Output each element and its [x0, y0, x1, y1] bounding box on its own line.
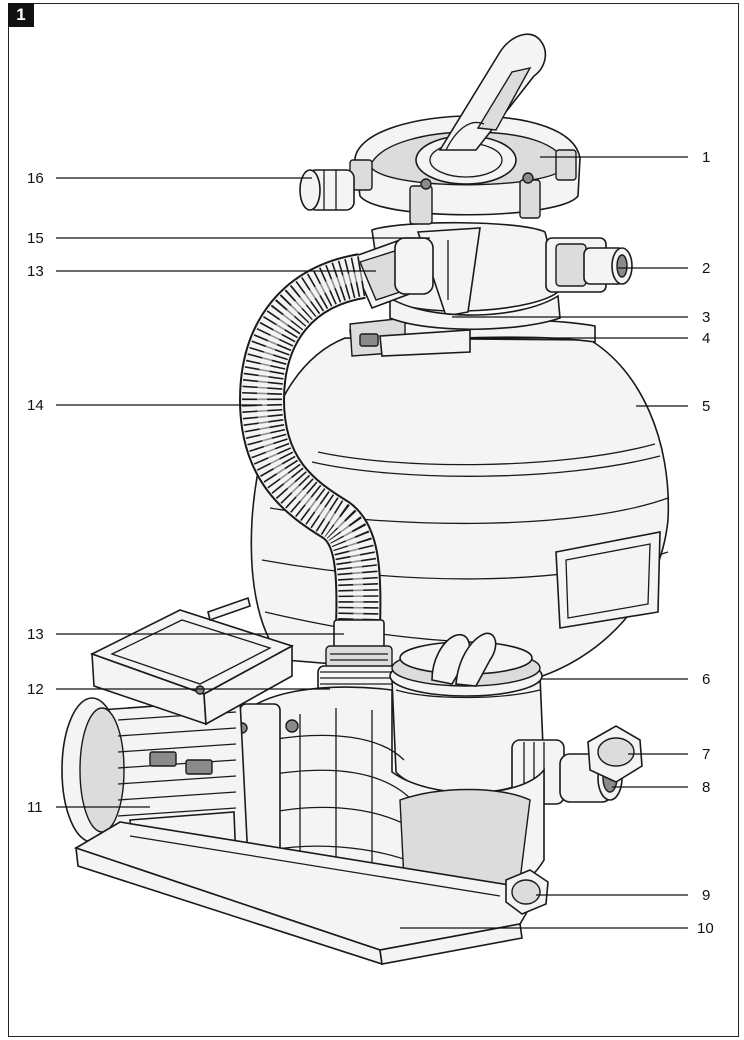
callout-8: 8	[702, 779, 710, 796]
tank-drain-cap	[587, 725, 643, 783]
corrugated-hose	[238, 253, 382, 627]
callout-9: 9	[702, 887, 710, 904]
leader-lines	[56, 156, 688, 929]
callout-7: 7	[702, 746, 710, 763]
callout-11: 11	[27, 799, 43, 816]
callout-1: 1	[702, 149, 710, 166]
valve-handle	[438, 33, 547, 151]
valve-port-left	[299, 169, 355, 211]
figure-number-badge: 1	[8, 3, 34, 27]
pump-drain-cap	[505, 869, 549, 915]
tank-clamp	[349, 317, 596, 357]
callout-4: 4	[702, 330, 710, 347]
pre-filter-strainer	[389, 632, 545, 794]
callout-15: 15	[27, 230, 44, 247]
callout-10: 10	[697, 920, 714, 937]
callout-13-lower: 13	[27, 626, 44, 643]
base-plate	[74, 821, 542, 966]
callout-6: 6	[702, 671, 710, 688]
callout-3: 3	[702, 309, 710, 326]
callout-16: 16	[27, 170, 44, 187]
callout-12: 12	[27, 681, 44, 698]
callout-13-upper: 13	[27, 263, 44, 280]
callout-14: 14	[27, 397, 44, 414]
figure-frame	[8, 3, 739, 1037]
callout-5: 5	[702, 398, 710, 415]
callout-labels: 1 2 3 4 5 6 7 8 9 10 11 12 13 13 14 15 1…	[27, 149, 714, 937]
callout-2: 2	[702, 260, 710, 277]
valve-port-right	[545, 237, 633, 293]
pump-housing	[236, 686, 545, 906]
hose-connector-upper	[348, 237, 434, 310]
